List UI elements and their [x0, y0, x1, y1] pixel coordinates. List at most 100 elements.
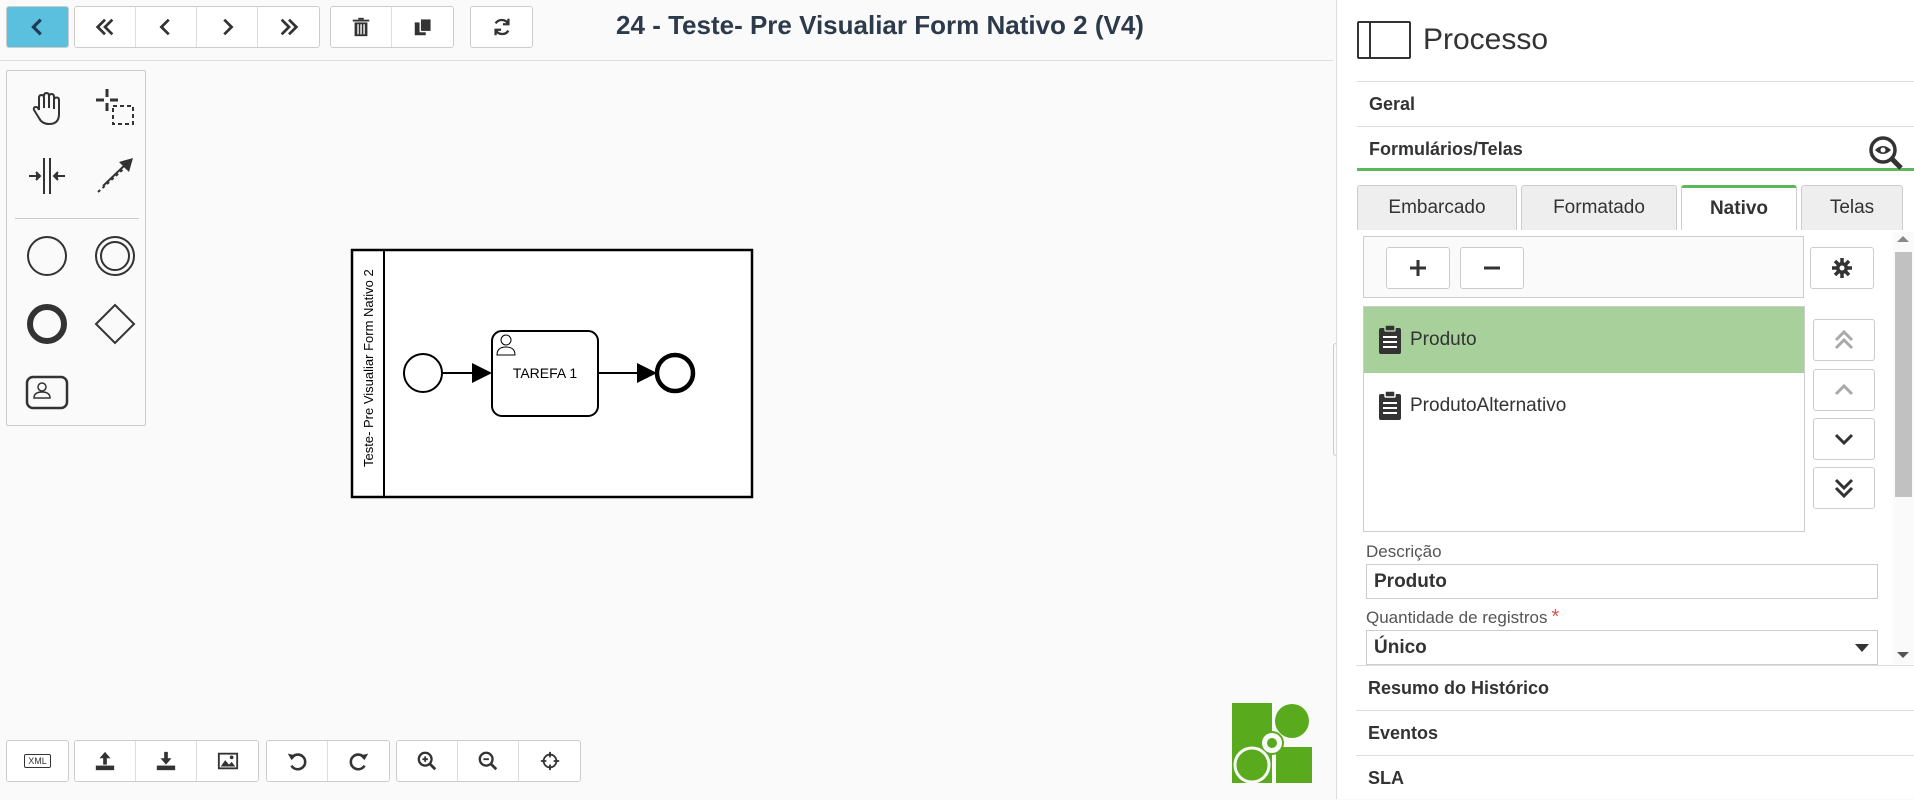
edit-group	[330, 6, 454, 48]
tab-nativo[interactable]: Nativo	[1681, 185, 1797, 230]
upload-button[interactable]	[75, 741, 136, 781]
navigation-group	[74, 6, 320, 48]
last-version-button[interactable]	[258, 7, 319, 47]
copy-button[interactable]	[392, 7, 453, 47]
move-up-button[interactable]	[1813, 369, 1875, 411]
add-button[interactable]	[1386, 247, 1450, 289]
gateway-diamond-icon	[94, 303, 136, 345]
form-list: Produto ProdutoAlternativo	[1363, 306, 1805, 532]
preview-search-icon[interactable]	[1867, 134, 1905, 172]
chevron-right-icon	[223, 18, 234, 36]
section-sla[interactable]: SLA	[1356, 755, 1914, 800]
export-image-button[interactable]	[197, 741, 258, 781]
intermediate-event-icon	[95, 236, 135, 276]
scroll-thumb[interactable]	[1895, 252, 1912, 497]
section-formularios-label: Formulários/Telas	[1369, 139, 1523, 159]
logo	[1232, 703, 1312, 783]
section-resumo-label: Resumo do Histórico	[1368, 678, 1550, 698]
quantidade-label: Quantidade de registros*	[1366, 606, 1559, 629]
panel-title: Processo	[1423, 23, 1549, 56]
start-event[interactable]	[403, 353, 443, 393]
list-item-label: Produto	[1410, 329, 1477, 350]
chevron-left-icon	[30, 18, 42, 36]
clipboard-icon	[1379, 391, 1401, 420]
xml-button[interactable]: XML	[7, 741, 68, 781]
minus-icon	[1484, 266, 1500, 270]
delete-button[interactable]	[331, 7, 392, 47]
redo-button[interactable]	[328, 741, 389, 781]
zoom-out-icon	[478, 751, 498, 771]
tab-telas[interactable]: Telas	[1801, 185, 1903, 230]
scroll-down-arrow[interactable]	[1897, 652, 1909, 658]
gear-icon	[1832, 258, 1852, 278]
quantidade-selected-value: Único	[1374, 637, 1427, 658]
gateway-tool[interactable]	[90, 299, 140, 349]
redo-icon	[349, 753, 368, 771]
previous-version-button[interactable]	[136, 7, 197, 47]
download-icon	[156, 751, 176, 771]
double-chevron-down-icon	[1834, 478, 1854, 499]
page-title: 24 - Teste- Pre Visualiar Form Nativo 2 …	[616, 10, 1144, 40]
move-down-button[interactable]	[1813, 418, 1875, 460]
required-asterisk: *	[1551, 606, 1560, 628]
back-button[interactable]	[7, 7, 68, 47]
quantidade-select[interactable]: Único	[1366, 630, 1878, 665]
center-button[interactable]	[519, 741, 580, 781]
panel-layout-icon	[1357, 21, 1411, 59]
bpmn-canvas[interactable]: 24 - Teste- Pre Visualiar Form Nativo 2 …	[0, 0, 1333, 799]
section-geral-label: Geral	[1369, 94, 1416, 114]
trash-icon	[352, 17, 370, 37]
list-item[interactable]: Produto	[1364, 307, 1804, 373]
panel-scrollbar[interactable]	[1893, 232, 1914, 664]
hand-tool[interactable]	[22, 83, 72, 133]
end-event[interactable]	[654, 352, 696, 394]
section-sla-label: SLA	[1368, 768, 1404, 788]
tab-formatado[interactable]: Formatado	[1521, 185, 1677, 230]
list-item[interactable]: ProdutoAlternativo	[1364, 373, 1804, 439]
double-chevron-left-icon	[95, 18, 114, 36]
section-eventos[interactable]: Eventos	[1356, 710, 1914, 755]
top-toolbar: 24 - Teste- Pre Visualiar Form Nativo 2 …	[0, 0, 1333, 61]
next-version-button[interactable]	[197, 7, 258, 47]
lasso-tool[interactable]	[90, 83, 140, 133]
tab-embarcado[interactable]: Embarcado	[1357, 185, 1517, 230]
tool-palette	[6, 70, 146, 426]
xml-icon: XML	[24, 754, 51, 768]
intermediate-event-tool[interactable]	[90, 231, 140, 281]
file-group	[74, 740, 259, 782]
copy-icon	[414, 18, 432, 36]
section-geral[interactable]: Geral	[1357, 81, 1914, 126]
zoom-out-button[interactable]	[458, 741, 519, 781]
user-task-tool[interactable]	[22, 367, 72, 417]
move-top-button[interactable]	[1813, 319, 1875, 361]
process-diagram: Teste- Pre Visualiar Form Nativo 2 TAREF…	[350, 248, 760, 507]
scroll-up-arrow[interactable]	[1897, 236, 1909, 242]
pool-label: Teste- Pre Visualiar Form Nativo 2	[361, 269, 376, 467]
section-formularios[interactable]: Formulários/Telas	[1357, 126, 1914, 171]
move-bottom-button[interactable]	[1813, 467, 1875, 509]
descricao-field[interactable]: Produto	[1366, 564, 1878, 599]
first-version-button[interactable]	[75, 7, 136, 47]
caret-down-icon	[1855, 644, 1869, 652]
end-event-tool[interactable]	[22, 299, 72, 349]
panel-header: Processo	[1357, 20, 1548, 60]
clipboard-icon	[1379, 325, 1401, 354]
start-event-tool[interactable]	[22, 231, 72, 281]
section-resumo-historico[interactable]: Resumo do Histórico	[1356, 665, 1914, 710]
section-eventos-label: Eventos	[1368, 723, 1439, 743]
list-toolbar	[1363, 236, 1874, 298]
undo-button[interactable]	[267, 741, 328, 781]
connect-arrow-icon	[97, 158, 133, 193]
space-tool-icon	[29, 158, 65, 194]
hand-icon	[32, 91, 60, 126]
refresh-icon	[493, 18, 510, 36]
settings-button[interactable]	[1810, 247, 1874, 289]
refresh-button[interactable]	[471, 7, 532, 47]
zoom-in-icon	[417, 751, 437, 771]
space-tool[interactable]	[22, 151, 72, 201]
remove-button[interactable]	[1460, 247, 1524, 289]
user-task-icon	[25, 375, 69, 410]
download-button[interactable]	[136, 741, 197, 781]
connect-tool[interactable]	[90, 151, 140, 201]
zoom-in-button[interactable]	[397, 741, 458, 781]
